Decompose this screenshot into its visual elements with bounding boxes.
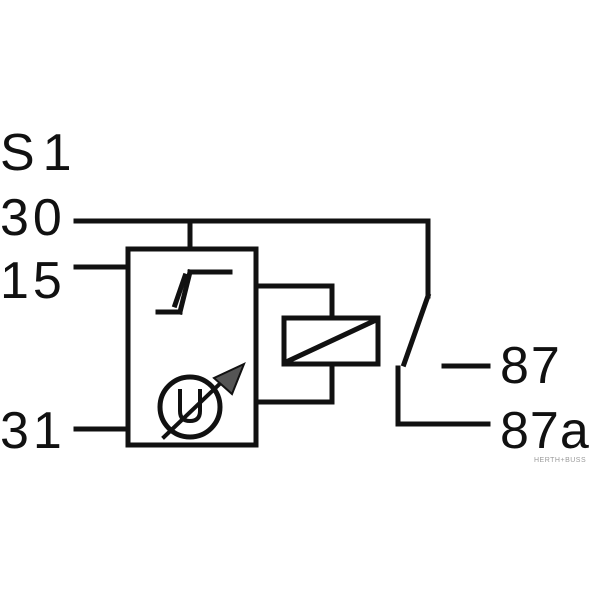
sensor-arrow-head bbox=[212, 362, 246, 396]
switch-arm bbox=[400, 292, 432, 368]
control-module-box bbox=[125, 246, 259, 448]
brand-watermark: HERTH+BUSS bbox=[534, 457, 587, 464]
relay-coil-diagonal bbox=[282, 316, 380, 366]
wire-module-to-coil-top bbox=[253, 283, 335, 321]
terminal-label-31: 31 bbox=[0, 402, 66, 460]
terminal-label-30: 30 bbox=[0, 189, 66, 247]
terminal-label-87a: 87a bbox=[500, 402, 590, 460]
adjustable-voltage-sensor-icon bbox=[157, 373, 231, 440]
wire-terminal-30 bbox=[73, 218, 431, 299]
wire-module-to-coil-bottom bbox=[253, 361, 335, 405]
terminal-label-s1: S1 bbox=[0, 124, 80, 182]
wire-terminal-87a bbox=[395, 365, 491, 427]
terminal-label-15: 15 bbox=[0, 252, 66, 310]
relay-coil-icon bbox=[281, 315, 381, 367]
terminal-label-87: 87 bbox=[500, 337, 562, 395]
hysteresis-symbol-icon bbox=[155, 268, 233, 316]
